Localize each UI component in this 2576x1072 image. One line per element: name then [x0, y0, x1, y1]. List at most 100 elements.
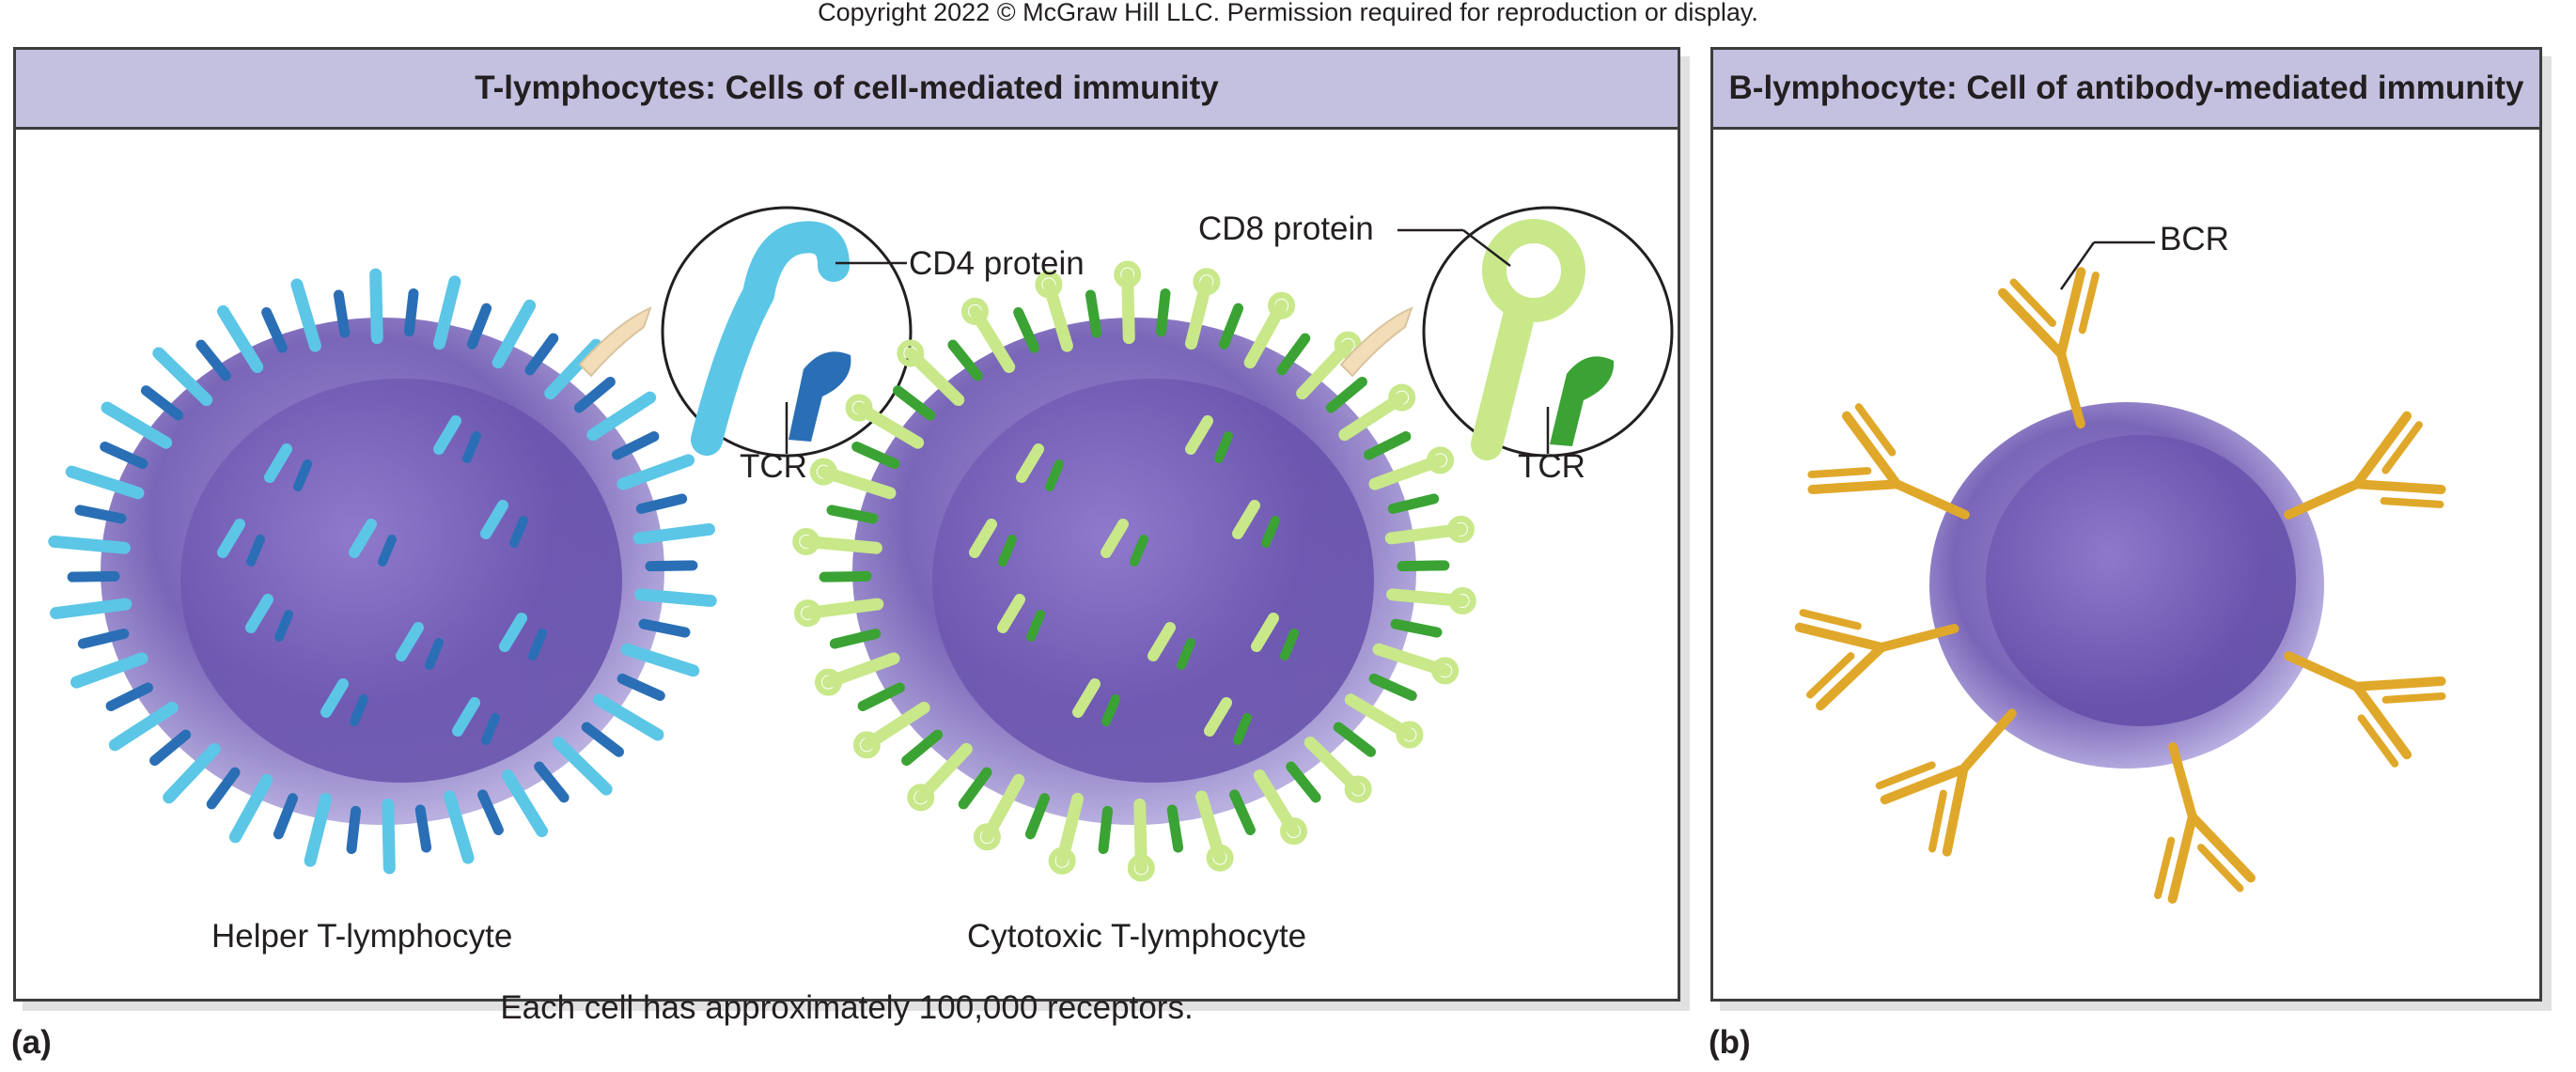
bcr-arm: [1807, 479, 1902, 494]
bcr-leader-line-diagonal: [2059, 241, 2096, 290]
surface-protein: [1204, 697, 1232, 737]
cd8-ring-head: [809, 458, 837, 486]
tcr-receptor: [425, 638, 444, 670]
bcr-arm: [2187, 812, 2256, 883]
copyright-notice: Copyright 2022 © McGraw Hill LLC. Permis…: [818, 0, 1758, 26]
surface-protein: [163, 742, 221, 804]
cd8-ring-head: [960, 297, 989, 325]
surface-protein: [480, 500, 508, 539]
tcr-receptor: [617, 673, 665, 702]
cd8-protein-label: CD8 protein: [1198, 210, 1374, 247]
surface-protein: [108, 701, 179, 752]
surface-protein: [997, 594, 1025, 633]
tcr-receptor: [1368, 673, 1417, 702]
panel-b-header: B-lymphocyte: Cell of antibody-mediated …: [1713, 50, 2539, 130]
surface-protein: [264, 443, 292, 483]
bcr-stem: [2168, 741, 2197, 822]
cd8-ring-head: [1114, 260, 1142, 288]
tcr-receptor: [293, 459, 312, 491]
cd8-ring-head: [897, 339, 925, 367]
bcr-light-chain: [1854, 403, 1897, 457]
surface-protein: [552, 736, 613, 796]
bcr-arm: [2351, 479, 2446, 494]
tcr-receptor: [1286, 761, 1321, 803]
cd8-zoom-circle: [1397, 206, 1674, 460]
tcr-receptor: [414, 804, 432, 853]
cd8-ring-head: [1448, 587, 1476, 615]
panel-a-header: T-lymphocytes: Cells of cell-mediated im…: [16, 50, 1678, 130]
panel-a-body: CD4 protein TCR CD8 protein TCR Helper T…: [16, 130, 1678, 1026]
cd8-ring-head: [1446, 515, 1475, 543]
bcr-arm: [2351, 676, 2446, 691]
cd8-ring-head: [1431, 657, 1460, 685]
zoom-arrow-right: [1339, 306, 1413, 378]
surface-protein: [632, 522, 715, 545]
tcr-receptor: [100, 441, 148, 470]
cd8-ring-head: [1388, 383, 1416, 412]
cd8-ring-head: [1035, 271, 1063, 299]
tcr-receptor: [1280, 629, 1299, 660]
tcr-receptor: [1261, 516, 1280, 548]
tcr-label-left: TCR: [740, 448, 807, 485]
bcr-arm: [1942, 764, 1969, 857]
tcr-receptor: [509, 516, 528, 548]
surface-protein: [217, 519, 245, 558]
tcr-receptor: [1130, 535, 1148, 567]
tcr-receptor: [195, 339, 231, 381]
surface-protein: [1016, 443, 1044, 483]
surface-protein: [382, 798, 396, 875]
cd8-ring-head: [814, 668, 842, 696]
bcr-light-chain: [1875, 761, 1936, 790]
tcr-receptor: [524, 333, 559, 376]
cd8-ring-head: [1396, 721, 1424, 749]
bcr-light-chain: [2357, 714, 2399, 768]
tcr-receptor: [149, 729, 192, 767]
tcr-receptor: [958, 767, 992, 810]
surface-protein: [432, 275, 461, 350]
panel-b-letter: (b): [1709, 1024, 1751, 1061]
cd8-ring-head: [1048, 847, 1076, 875]
bcr-light-chain: [1799, 609, 1862, 630]
tcr-receptor: [1218, 303, 1244, 350]
t-cell-illustration: [48, 206, 1674, 882]
surface-protein: [349, 519, 377, 558]
surface-protein: [50, 598, 133, 620]
cd8-ring-head: [973, 823, 1001, 851]
tcr-receptor: [947, 339, 983, 381]
tcr-receptor: [1233, 713, 1252, 745]
surface-protein: [369, 268, 383, 345]
cd8-ring-head: [794, 599, 822, 628]
bcr-light-chain: [2078, 272, 2100, 334]
panel-b-lymphocyte: B-lymphocyte: Cell of antibody-mediated …: [1710, 47, 2542, 1002]
tcr-receptor: [573, 376, 616, 413]
surface-protein: [396, 622, 424, 661]
cd8-ring-head: [852, 731, 881, 759]
tcr-receptor: [105, 682, 153, 711]
tcr-receptor: [1045, 459, 1064, 491]
bcr-arm: [2351, 681, 2412, 760]
bcr-light-chain: [1807, 467, 1872, 478]
surface-protein: [1232, 500, 1260, 539]
tcr-receptor: [998, 535, 1017, 567]
bcr-light-chain: [2380, 497, 2444, 508]
cd8-protein-stem: [1471, 297, 1536, 460]
tcr-receptor: [851, 441, 900, 470]
surface-protein: [501, 769, 549, 838]
surface-protein: [1147, 622, 1176, 661]
tcr-receptor: [403, 287, 419, 337]
tcr-receptor: [857, 682, 905, 711]
surface-protein: [620, 643, 700, 677]
cd4-zoom-circle: [661, 206, 913, 458]
b-lymphocyte: [1794, 267, 2446, 904]
tcr-receptor: [1387, 493, 1440, 514]
cd8-ring-head: [907, 784, 935, 812]
bcr-stem: [1877, 624, 1959, 652]
tcr-receptor: [462, 431, 481, 463]
receptor-note: Each cell has approximately 100,000 rece…: [500, 989, 1194, 1026]
tcr-receptor: [273, 793, 299, 840]
helper-caption: Helper T-lymphocyte: [211, 918, 513, 955]
bcr-arm: [2351, 411, 2412, 489]
bcr-arm: [1997, 287, 2067, 359]
bcr-arm: [1880, 764, 1969, 805]
tcr-receptor: [1229, 789, 1256, 835]
